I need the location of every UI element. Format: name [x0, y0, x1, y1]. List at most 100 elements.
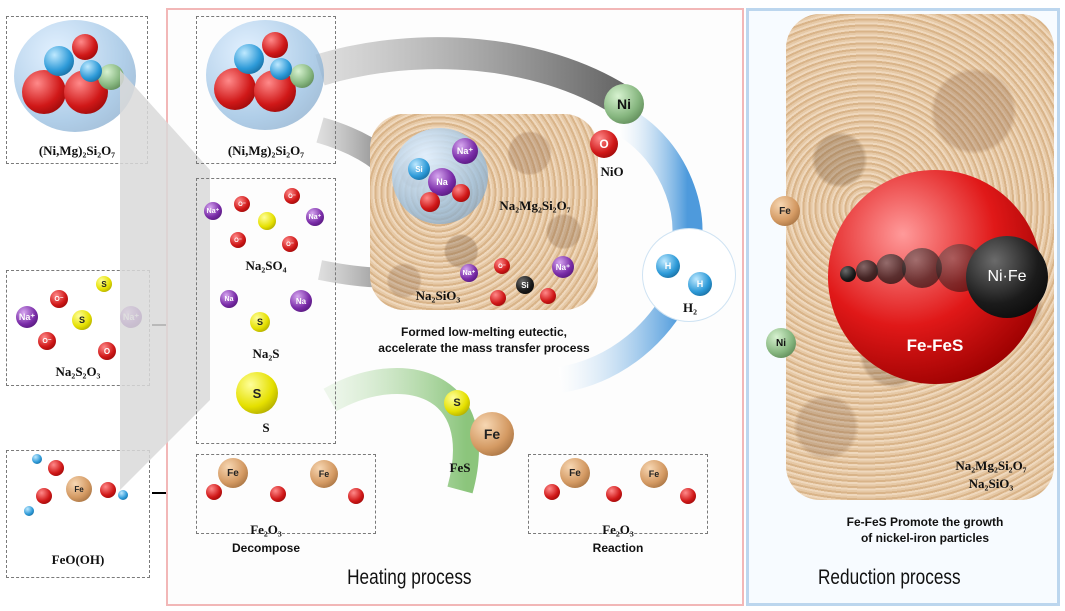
sodium-salts-box	[196, 178, 336, 444]
na2s2o3-label: Na₂S₂O₃	[55, 364, 101, 379]
silicon-atom: Si	[516, 276, 534, 294]
mineral-cluster-center	[206, 20, 324, 130]
nickel-atom: Ni	[604, 84, 644, 124]
oxygen-atom	[348, 488, 364, 504]
sodium-atom: Na	[220, 290, 238, 308]
sulfur-atom: S	[250, 312, 270, 332]
oxygen-atom	[544, 484, 560, 500]
fe2o3-box-left	[196, 454, 376, 534]
ni-fe-particle: Ni·Fe	[966, 236, 1048, 318]
sodium-ion: Na⁺	[452, 138, 478, 164]
na2mg2si2o7-label: Na₂Mg₂Si₂O₇	[499, 198, 571, 213]
oxygen-atom: O⁻	[282, 236, 298, 252]
iron-atom: Fe	[470, 412, 514, 456]
oxygen-atom	[72, 34, 98, 60]
fe2o3-box-right	[528, 454, 708, 534]
iron-atom: Fe	[560, 458, 590, 488]
promote-caption-2: of nickel-iron particles	[860, 531, 990, 545]
silicon-atom: Si	[408, 158, 430, 180]
magnesium-atom	[270, 58, 292, 80]
sodium-atom: Na	[428, 168, 456, 196]
na2so4-label: Na₂SO₄	[245, 258, 287, 273]
eutectic-caption-2: accelerate the mass transfer process	[378, 341, 590, 355]
fes-label: FeS	[449, 460, 471, 475]
decompose-label: Decompose	[231, 541, 301, 555]
particle	[876, 254, 906, 284]
sulfur-atom: S	[236, 372, 278, 414]
hydrogen-atom: H	[656, 254, 680, 278]
reduction-na2sio3-label: Na₂SiO₃	[968, 476, 1014, 491]
nio-label: NiO	[600, 164, 624, 179]
oxygen-atom: O	[590, 130, 618, 158]
oxygen-atom: O	[98, 342, 116, 360]
mineral-box-center	[196, 16, 336, 164]
fe2o3-label-right: Fe₂O₃	[602, 522, 634, 537]
sodium-ion: Na⁺	[460, 264, 478, 282]
sulfur-atom	[258, 212, 276, 230]
oxygen-atom	[452, 184, 470, 202]
hydrogen-atom: H	[688, 272, 712, 296]
oxygen-atom	[36, 488, 52, 504]
oxygen-atom: O⁻	[494, 258, 510, 274]
sodium-ion: Na⁺	[204, 202, 222, 220]
sodium-ion: Na⁺	[306, 208, 324, 226]
h2-label: H₂	[682, 300, 697, 315]
nickel-atom	[290, 64, 314, 88]
magnesium-atom	[80, 60, 102, 82]
eutectic-caption-1: Formed low-melting eutectic,	[400, 325, 568, 339]
oxygen-atom: O⁻	[38, 332, 56, 350]
oxygen-atom	[262, 32, 288, 58]
particle	[902, 248, 942, 288]
sulfur-atom: S	[72, 310, 92, 330]
nickel-atom: Ni	[766, 328, 796, 358]
oxygen-atom	[100, 482, 116, 498]
sodium-ion: Na⁺	[16, 306, 38, 328]
oxygen-atom	[206, 484, 222, 500]
oxygen-atom: O⁻	[234, 196, 250, 212]
oxygen-atom	[214, 68, 256, 110]
oxygen-atom	[270, 486, 286, 502]
mineral-label-center: (Ni,Mg)₂Si₂O₇	[227, 143, 305, 158]
na2s-label: Na₂S	[252, 346, 280, 361]
hydrogen-atom	[118, 490, 128, 500]
funnel-shape	[120, 70, 210, 490]
fe-fes-label: Fe-FeS	[906, 336, 964, 355]
hydrogen-atom	[32, 454, 42, 464]
h2-circle	[642, 228, 736, 322]
oxygen-atom	[606, 486, 622, 502]
s-label: S	[262, 420, 270, 435]
feooh-label: FeO(OH)	[51, 552, 105, 567]
nickel-atom	[98, 64, 124, 90]
fe2o3-label-left: Fe₂O₃	[250, 522, 282, 537]
oxygen-atom: O⁻	[230, 232, 246, 248]
sodium-atom: Na	[290, 290, 312, 312]
silicon-atom	[234, 44, 264, 74]
sulfur-atom: S	[444, 390, 470, 416]
silicon-atom	[44, 46, 74, 76]
mineral-label-left: (Ni,Mg)₂Si₂O₇	[38, 143, 116, 158]
iron-atom: Fe	[770, 196, 800, 226]
sodium-cluster: Si Na Na⁺	[392, 128, 488, 224]
oxygen-atom	[680, 488, 696, 504]
mineral-cluster-left	[14, 20, 136, 132]
oxygen-atom	[22, 70, 66, 114]
oxygen-atom	[48, 460, 64, 476]
reduction-na2mg2si2o7-label: Na₂Mg₂Si₂O₇	[955, 458, 1027, 473]
oxygen-atom	[420, 192, 440, 212]
iron-atom: Fe	[66, 476, 92, 502]
particle	[840, 266, 856, 282]
hydrogen-atom	[24, 506, 34, 516]
promote-caption-1: Fe-FeS Promote the growth	[846, 515, 1004, 529]
oxygen-atom: O⁻	[50, 290, 68, 308]
sodium-ion: Na⁺	[552, 256, 574, 278]
reduction-title: Reduction process	[818, 566, 961, 589]
reaction-label: Reaction	[592, 541, 644, 555]
sulfur-atom: S	[96, 276, 112, 292]
na2sio3-label: Na₂SiO₃	[415, 288, 461, 303]
iron-atom: Fe	[218, 458, 248, 488]
particle	[856, 260, 878, 282]
iron-atom: Fe	[640, 460, 668, 488]
oxygen-atom	[490, 290, 506, 306]
iron-atom: Fe	[310, 460, 338, 488]
oxygen-atom	[540, 288, 556, 304]
